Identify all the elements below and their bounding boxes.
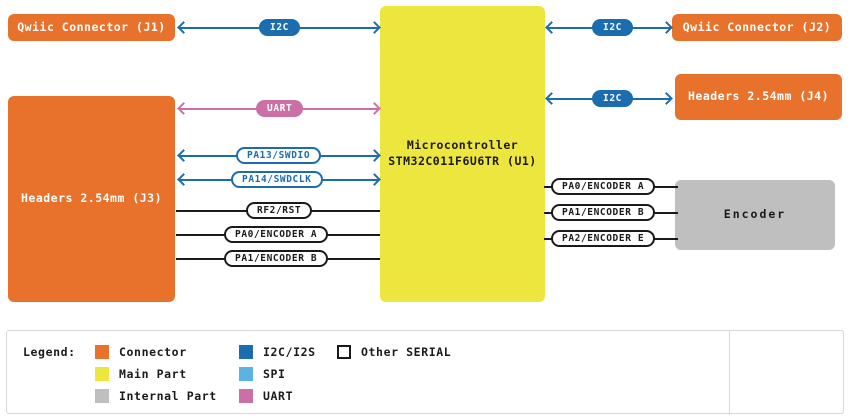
legend-title: Legend: <box>23 345 76 359</box>
legend-label-connector: Connector <box>119 345 187 359</box>
legend-item-internal-part: Internal Part <box>95 385 217 407</box>
legend-label-i2c-i2s: I2C/I2S <box>263 345 316 359</box>
connection-label-pa14-swdclk[interactable]: PA14/SWDCLK <box>231 171 323 188</box>
arrowhead-left-icon <box>545 21 558 34</box>
legend-panel: Legend: Connector Main Part Internal Par… <box>6 330 844 415</box>
connection-label-i2c-j2[interactable]: I2C <box>592 19 633 36</box>
arrowhead-left-icon <box>177 173 190 186</box>
legend-swatch-connector <box>95 345 109 359</box>
legend-item-i2c-i2s: I2C/I2S <box>239 341 316 363</box>
legend-swatch-spi <box>239 367 253 381</box>
legend-label-main-part: Main Part <box>119 367 187 381</box>
legend-swatch-uart <box>239 389 253 403</box>
legend-item-other-serial: Other SERIAL <box>337 341 451 363</box>
legend-swatch-main-part <box>95 367 109 381</box>
legend-label-uart: UART <box>263 389 294 403</box>
block-label-line1: Microcontroller <box>406 138 519 153</box>
connection-label-pa0-encoder-a-left[interactable]: PA0/ENCODER A <box>224 226 329 243</box>
block-qwiic-connector-j2[interactable]: Qwiic Connector (J2) <box>672 14 842 41</box>
block-headers-j3[interactable]: Headers 2.54mm (J3) <box>8 96 175 302</box>
block-microcontroller[interactable]: Microcontroller STM32C011F6U6TR (U1) <box>380 6 545 302</box>
arrowhead-right-icon <box>368 102 381 115</box>
connection-label-rf2-rst[interactable]: RF2/RST <box>246 202 313 219</box>
block-headers-j4[interactable]: Headers 2.54mm (J4) <box>675 74 842 120</box>
block-qwiic-connector-j1[interactable]: Qwiic Connector (J1) <box>8 14 175 41</box>
connection-label-i2c-j1[interactable]: I2C <box>259 19 300 36</box>
connection-label-pa0-encoder-a-right[interactable]: PA0/ENCODER A <box>551 178 656 195</box>
legend-column-parts: Connector Main Part Internal Part <box>95 341 217 407</box>
legend-divider <box>729 331 730 415</box>
connection-label-pa1-encoder-b-left[interactable]: PA1/ENCODER B <box>224 250 329 267</box>
arrowhead-right-icon <box>660 21 673 34</box>
arrowhead-right-icon <box>368 173 381 186</box>
connection-label-pa1-encoder-b-right[interactable]: PA1/ENCODER B <box>551 204 656 221</box>
arrowhead-left-icon <box>177 21 190 34</box>
legend-label-spi: SPI <box>263 367 286 381</box>
connection-label-pa13-swdio[interactable]: PA13/SWDIO <box>236 147 322 164</box>
legend-column-buses: I2C/I2S SPI UART <box>239 341 316 407</box>
block-label: Headers 2.54mm (J3) <box>20 191 163 206</box>
block-encoder[interactable]: Encoder <box>675 180 835 250</box>
legend-column-other: Other SERIAL <box>337 341 451 363</box>
connection-label-i2c-j4[interactable]: I2C <box>592 90 633 107</box>
legend-item-connector: Connector <box>95 341 217 363</box>
block-label: Qwiic Connector (J2) <box>682 19 832 34</box>
arrowhead-left-icon <box>545 92 558 105</box>
legend-item-main-part: Main Part <box>95 363 217 385</box>
block-label: Headers 2.54mm (J4) <box>687 89 830 104</box>
arrowhead-left-icon <box>177 102 190 115</box>
arrowhead-right-icon <box>368 149 381 162</box>
connection-label-pa2-encoder-e[interactable]: PA2/ENCODER E <box>551 230 656 247</box>
legend-swatch-i2c-i2s <box>239 345 253 359</box>
block-label: Encoder <box>723 207 787 222</box>
legend-label-other-serial: Other SERIAL <box>361 345 452 359</box>
arrowhead-right-icon <box>660 92 673 105</box>
arrowhead-left-icon <box>177 149 190 162</box>
legend-swatch-other-serial <box>337 345 351 359</box>
connection-label-uart[interactable]: UART <box>256 100 304 117</box>
legend-label-internal-part: Internal Part <box>119 389 217 403</box>
legend-item-spi: SPI <box>239 363 316 385</box>
legend-swatch-internal-part <box>95 389 109 403</box>
arrowhead-right-icon <box>368 21 381 34</box>
legend-item-uart: UART <box>239 385 316 407</box>
block-label-line2: STM32C011F6U6TR (U1) <box>388 154 537 168</box>
block-label: Qwiic Connector (J1) <box>17 19 166 34</box>
